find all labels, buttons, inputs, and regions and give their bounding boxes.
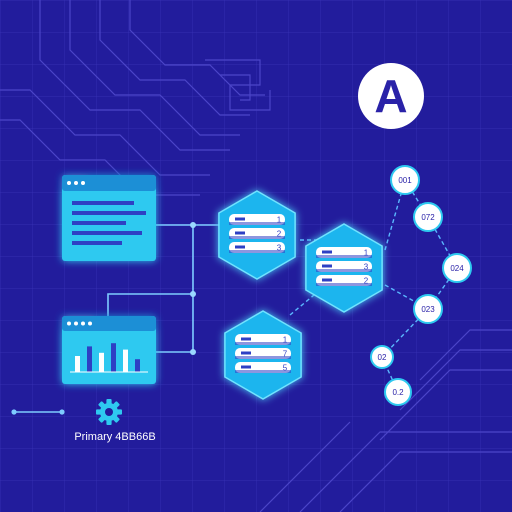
db-row-number: 7 (283, 350, 288, 359)
database-stacks: 1 2 3 1 3 2 1 7 5 (218, 190, 383, 400)
node-label: 023 (421, 305, 435, 314)
db-row-mark (235, 217, 245, 221)
db-row-number: 2 (364, 277, 369, 286)
chart-bar (99, 352, 104, 372)
legend-caption: Primary 4BB66B (74, 431, 155, 443)
chart-bar (135, 359, 140, 372)
chart-bar (75, 356, 80, 372)
db-row-shadow (235, 342, 291, 345)
chart-bars (70, 343, 148, 373)
db-row-number: 3 (277, 244, 282, 253)
chart-bar (87, 346, 92, 372)
db-row-number: 2 (277, 230, 282, 239)
network-node: 023 (413, 294, 443, 324)
db-row-mark (235, 231, 245, 235)
node-circle (442, 253, 472, 283)
db-row-number: 1 (283, 336, 288, 345)
db-row-mark (241, 365, 251, 369)
database-stack-bottom: 1 7 5 (224, 310, 302, 400)
chart-panel (62, 316, 156, 384)
text-panel (62, 175, 156, 261)
gear-icon (96, 399, 122, 425)
node-circle (413, 202, 443, 232)
network-node: 02 (370, 345, 394, 369)
node-label: 02 (378, 353, 387, 362)
db-row-mark (322, 250, 332, 254)
db-row-mark (235, 245, 245, 249)
network-nodes: 001 072 024 023 02 0.2 (370, 165, 472, 406)
node-label: 024 (450, 264, 464, 273)
logo-letter: A (374, 70, 407, 122)
db-row-number: 1 (277, 216, 282, 225)
node-circle (390, 165, 420, 195)
connector-dots (190, 222, 196, 355)
db-row-mark (241, 337, 251, 341)
database-stack-middle-right: 1 3 2 (305, 223, 383, 313)
db-row-shadow (235, 370, 291, 373)
legend: Primary 4BB66B (11, 399, 156, 443)
node-circle (384, 378, 412, 406)
db-row-shadow (316, 255, 372, 258)
db-row-shadow (229, 250, 285, 253)
network-node: 024 (442, 253, 472, 283)
db-row-shadow (235, 356, 291, 359)
db-row-shadow (229, 222, 285, 225)
db-row-number: 5 (283, 364, 288, 373)
node-label: 0.2 (392, 388, 404, 397)
db-row-shadow (229, 236, 285, 239)
network-node: 001 (390, 165, 420, 195)
database-stack-top-left: 1 2 3 (218, 190, 296, 280)
db-row-mark (322, 278, 332, 282)
network-node: 072 (413, 202, 443, 232)
db-row-mark (241, 351, 251, 355)
logo-badge: A (358, 63, 424, 129)
node-circle (413, 294, 443, 324)
db-row-shadow (316, 283, 372, 286)
network-node: 0.2 (384, 378, 412, 406)
node-label: 001 (398, 176, 412, 185)
chart-bar (111, 343, 116, 372)
node-label: 072 (421, 213, 435, 222)
db-row-shadow (316, 269, 372, 272)
db-row-number: 3 (364, 263, 369, 272)
db-row-number: 1 (364, 249, 369, 258)
node-circle (370, 345, 394, 369)
chart-bar (123, 349, 128, 372)
db-row-mark (322, 264, 332, 268)
